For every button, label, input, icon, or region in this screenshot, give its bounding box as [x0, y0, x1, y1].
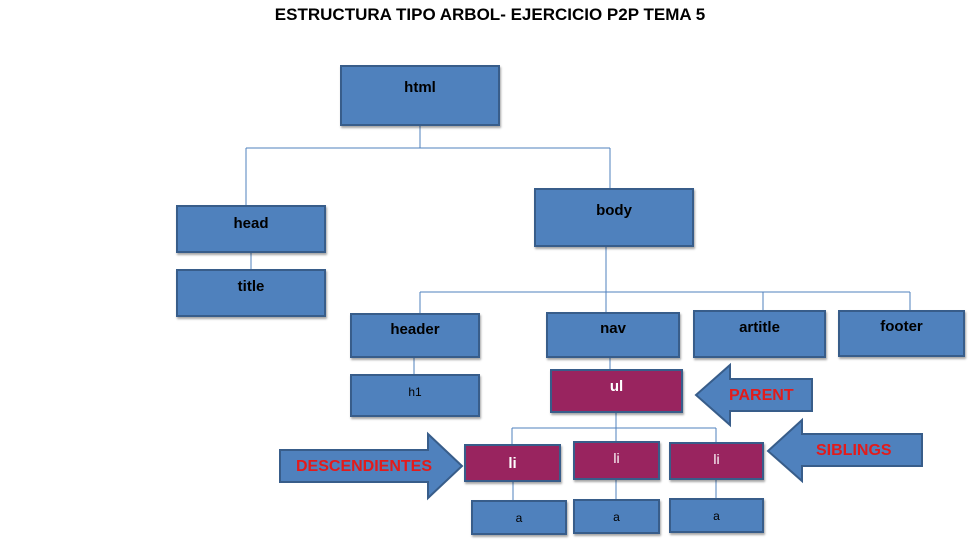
node-li-1: li [464, 444, 561, 482]
node-nav-label: nav [600, 320, 626, 337]
node-ul-label: ul [609, 378, 624, 395]
node-head-label: head [233, 215, 269, 232]
node-a-3-label: a [713, 509, 720, 523]
node-li-3: li [669, 442, 764, 480]
node-title-label: title [237, 278, 265, 295]
descendientes-label: DESCENDIENTES [296, 458, 433, 475]
siblings-label: SIBLINGS [816, 442, 892, 459]
parent-arrow [694, 362, 813, 428]
node-a-3: a [669, 498, 764, 533]
node-li-2-label: li [613, 450, 620, 466]
node-a-2: a [573, 499, 660, 534]
node-li-3-label: li [713, 451, 720, 467]
node-a-1: a [471, 500, 567, 535]
node-body: body [534, 188, 694, 247]
node-artitle-label: artitle [739, 319, 780, 336]
node-nav: nav [546, 312, 680, 358]
node-header: header [350, 313, 480, 358]
node-head: head [176, 205, 326, 253]
node-h1: h1 [350, 374, 480, 417]
node-a-1-label: a [515, 511, 523, 525]
node-artitle: artitle [693, 310, 826, 358]
node-title: title [176, 269, 326, 317]
parent-label: PARENT [729, 387, 794, 404]
node-ul: ul [550, 369, 683, 413]
descendientes-arrow [279, 431, 464, 501]
node-li-2: li [573, 441, 660, 480]
node-body-label: body [596, 202, 632, 219]
node-h1-label: h1 [408, 385, 422, 399]
page-title: ESTRUCTURA TIPO ARBOL- EJERCICIO P2P TEM… [274, 5, 706, 24]
node-a-2-label: a [613, 510, 620, 524]
node-html-label: html [404, 79, 436, 96]
node-li-1-label: li [508, 455, 517, 472]
node-header-label: header [390, 321, 440, 338]
siblings-arrow [766, 417, 923, 484]
node-html: html [340, 65, 500, 126]
node-footer: footer [838, 310, 965, 357]
node-footer-label: footer [880, 318, 923, 335]
